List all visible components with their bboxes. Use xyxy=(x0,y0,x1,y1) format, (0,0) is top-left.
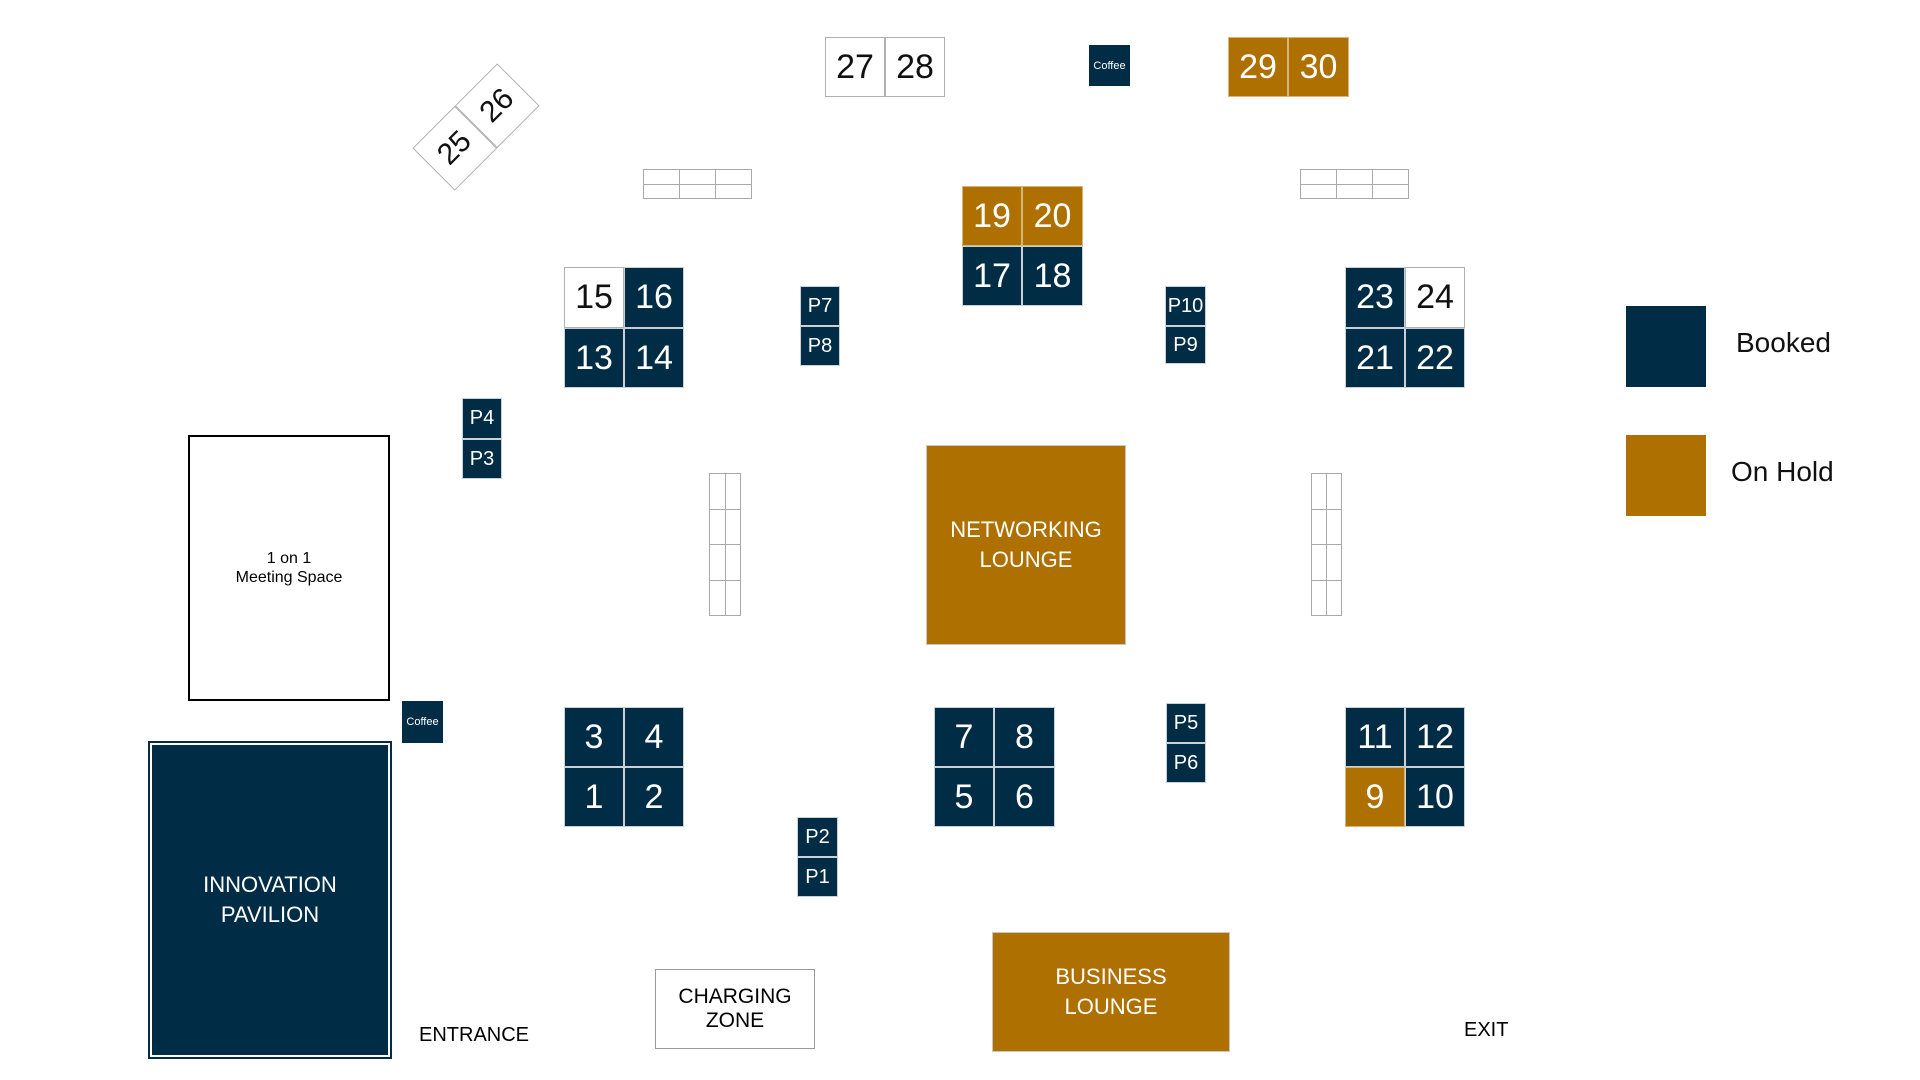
booth-30[interactable]: 30 xyxy=(1288,37,1349,97)
meeting-space[interactable]: 1 on 1 Meeting Space xyxy=(188,435,390,701)
booth-9[interactable]: 9 xyxy=(1345,767,1405,827)
booth-11[interactable]: 11 xyxy=(1345,707,1405,767)
table-rack-mid-right xyxy=(1311,473,1342,616)
pod-p6[interactable]: P6 xyxy=(1166,743,1206,783)
business-lounge-label: BUSINESS LOUNGE xyxy=(1055,964,1167,1019)
pod-p4[interactable]: P4 xyxy=(462,398,502,439)
pod-p8[interactable]: P8 xyxy=(800,326,840,366)
innovation-pavilion-label: INNOVATION PAVILION xyxy=(203,872,337,927)
booth-16[interactable]: 16 xyxy=(624,267,684,328)
business-lounge[interactable]: BUSINESS LOUNGE xyxy=(992,932,1230,1052)
booth-29[interactable]: 29 xyxy=(1228,37,1288,97)
booth-13[interactable]: 13 xyxy=(564,328,624,388)
pod-p3[interactable]: P3 xyxy=(462,439,502,479)
pod-p1[interactable]: P1 xyxy=(797,857,838,897)
booth-12[interactable]: 12 xyxy=(1405,707,1465,767)
booth-10[interactable]: 10 xyxy=(1405,767,1465,827)
booth-28[interactable]: 28 xyxy=(885,37,945,97)
booth-4[interactable]: 4 xyxy=(624,707,684,767)
booth-15[interactable]: 15 xyxy=(564,267,624,328)
pod-p10[interactable]: P10 xyxy=(1165,286,1206,326)
coffee-station-top[interactable]: Coffee xyxy=(1089,45,1130,86)
booth-24[interactable]: 24 xyxy=(1405,267,1465,328)
table-rack-mid-left xyxy=(709,473,741,616)
booth-21[interactable]: 21 xyxy=(1345,328,1405,388)
table-rack-top-right xyxy=(1300,169,1409,199)
pod-p5[interactable]: P5 xyxy=(1166,703,1206,743)
legend-on-hold-label: On Hold xyxy=(1731,456,1834,487)
booth-5[interactable]: 5 xyxy=(934,767,994,827)
booth-7[interactable]: 7 xyxy=(934,707,994,767)
booth-19[interactable]: 19 xyxy=(962,186,1022,246)
legend-booked-label: Booked xyxy=(1736,327,1831,358)
booth-27[interactable]: 27 xyxy=(825,37,885,97)
booth-14[interactable]: 14 xyxy=(624,328,684,388)
coffee-station-left[interactable]: Coffee xyxy=(402,701,443,743)
exit-label: EXIT xyxy=(1464,1019,1509,1041)
networking-lounge-label: NETWORKING LOUNGE xyxy=(950,517,1102,572)
charging-zone-label: CHARGING ZONE xyxy=(678,985,792,1032)
booth-18[interactable]: 18 xyxy=(1022,246,1083,306)
booth-8[interactable]: 8 xyxy=(994,707,1055,767)
booth-17[interactable]: 17 xyxy=(962,246,1022,306)
booth-22[interactable]: 22 xyxy=(1405,328,1465,388)
entrance-label: ENTRANCE xyxy=(419,1024,530,1046)
pod-p7[interactable]: P7 xyxy=(800,286,840,326)
booth-2[interactable]: 2 xyxy=(624,767,684,827)
pod-p2[interactable]: P2 xyxy=(797,817,838,857)
booth-pair-25-26: 25 26 xyxy=(412,63,540,191)
booth-6[interactable]: 6 xyxy=(994,767,1055,827)
booth-23[interactable]: 23 xyxy=(1345,267,1405,328)
networking-lounge[interactable]: NETWORKING LOUNGE xyxy=(926,445,1126,645)
legend-booked-swatch xyxy=(1626,306,1706,387)
booth-1[interactable]: 1 xyxy=(564,767,624,827)
innovation-pavilion[interactable]: INNOVATION PAVILION xyxy=(148,741,392,1059)
booth-20[interactable]: 20 xyxy=(1022,186,1083,246)
table-rack-top-left xyxy=(643,169,752,199)
pod-p9[interactable]: P9 xyxy=(1165,326,1206,364)
meeting-space-label: 1 on 1 Meeting Space xyxy=(235,550,343,586)
legend-on-hold-swatch xyxy=(1626,435,1706,516)
charging-zone[interactable]: CHARGING ZONE xyxy=(655,969,815,1049)
booth-3[interactable]: 3 xyxy=(564,707,624,767)
